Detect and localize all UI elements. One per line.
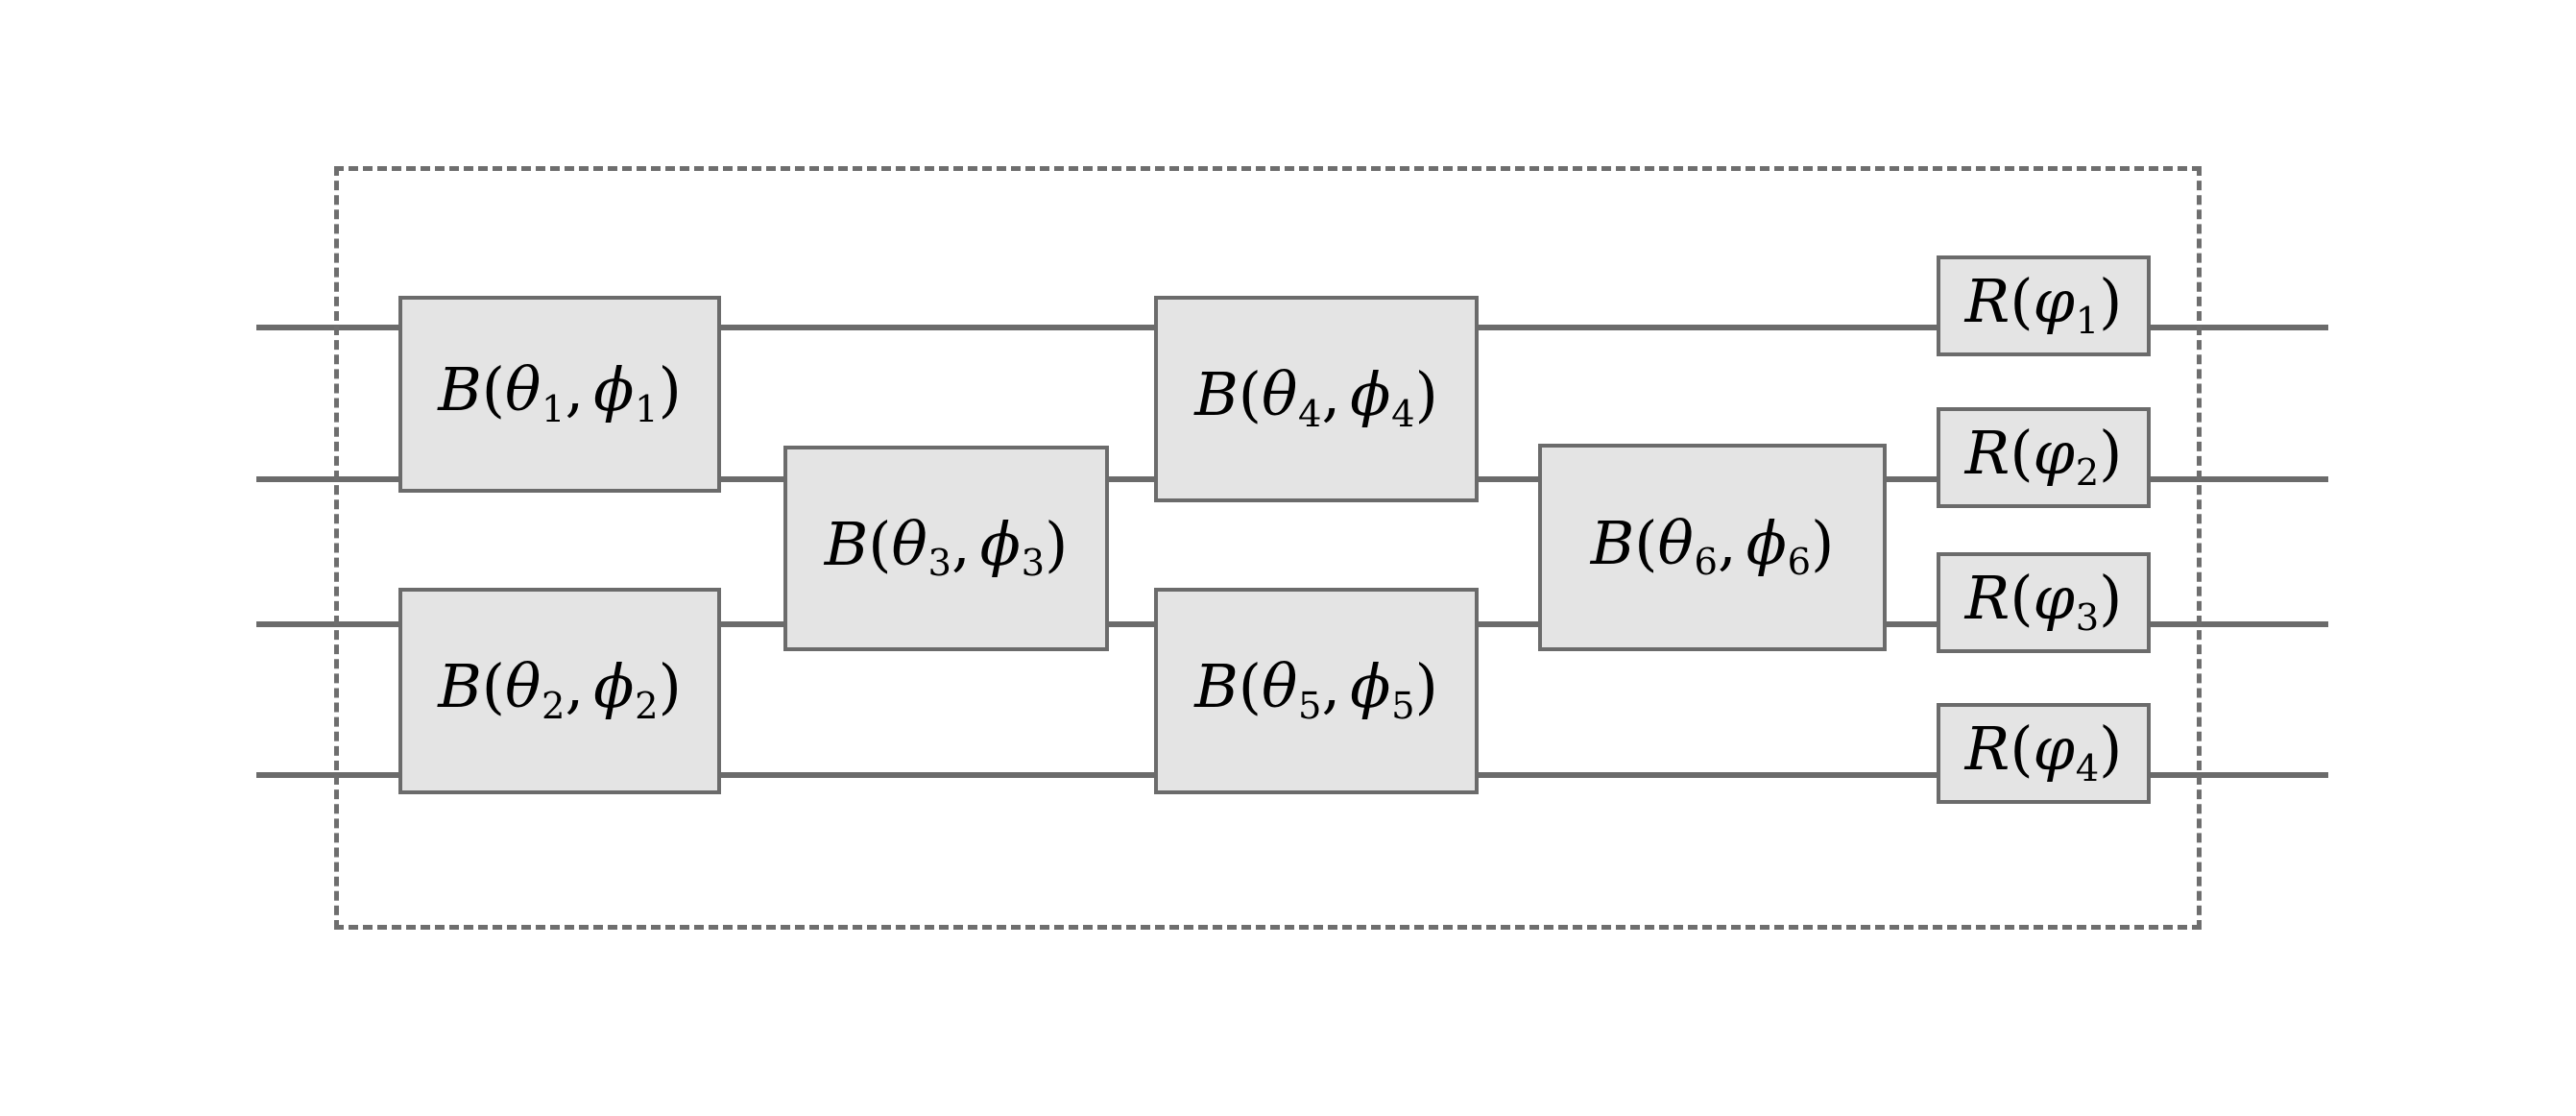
beamsplitter-gate-b3[interactable]: B(θ3,ϕ3) bbox=[783, 446, 1109, 651]
beamsplitter-gate-b2[interactable]: B(θ2,ϕ2) bbox=[398, 588, 721, 794]
phase-shifter-gate-r4[interactable]: R(φ4) bbox=[1937, 703, 2151, 804]
gate-label-text: B(θ4,ϕ4) bbox=[1194, 359, 1438, 436]
gate-label-text: B(θ3,ϕ3) bbox=[824, 508, 1069, 586]
dashed-enclosure-boundary bbox=[334, 166, 2202, 930]
gate-label-text: R(φ2) bbox=[1964, 418, 2123, 495]
gate-label-text: B(θ5,ϕ5) bbox=[1194, 651, 1438, 728]
gate-label-text: B(θ6,ϕ6) bbox=[1590, 507, 1835, 585]
phase-shifter-gate-r1[interactable]: R(φ1) bbox=[1937, 255, 2151, 356]
gate-label-text: R(φ4) bbox=[1964, 714, 2123, 790]
beamsplitter-gate-b4[interactable]: B(θ4,ϕ4) bbox=[1154, 296, 1479, 502]
beamsplitter-gate-b1[interactable]: B(θ1,ϕ1) bbox=[398, 296, 721, 493]
beamsplitter-gate-b6[interactable]: B(θ6,ϕ6) bbox=[1538, 444, 1887, 651]
beamsplitter-gate-b5[interactable]: B(θ5,ϕ5) bbox=[1154, 588, 1479, 794]
phase-shifter-gate-r3[interactable]: R(φ3) bbox=[1937, 552, 2151, 653]
phase-shifter-gate-r2[interactable]: R(φ2) bbox=[1937, 407, 2151, 508]
gate-label-text: B(θ2,ϕ2) bbox=[438, 651, 682, 728]
gate-label-text: B(θ1,ϕ1) bbox=[438, 354, 682, 431]
gate-label-text: R(φ1) bbox=[1964, 266, 2123, 343]
gate-label-text: R(φ3) bbox=[1964, 563, 2123, 640]
